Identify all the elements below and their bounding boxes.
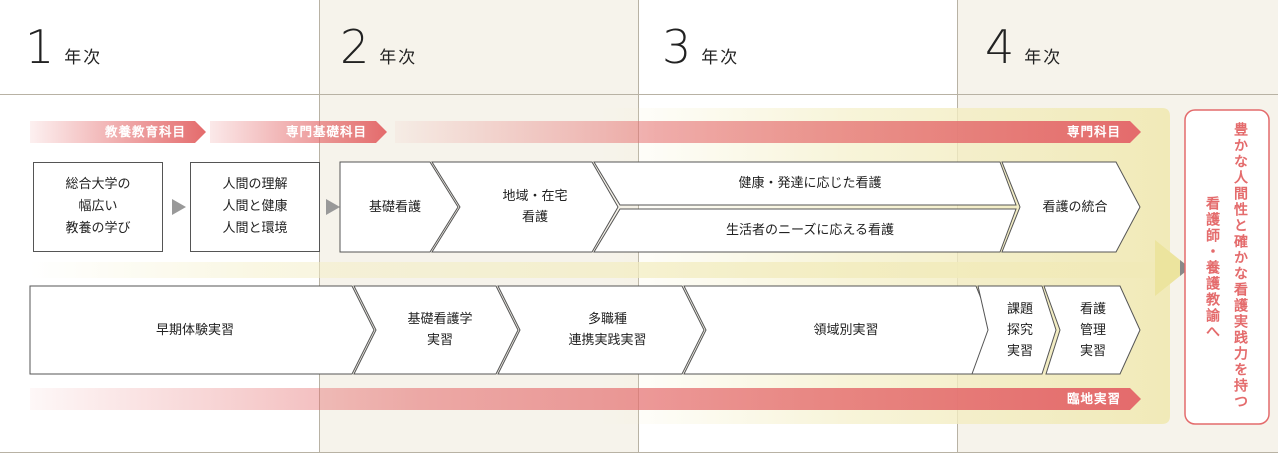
- basic-specialized-band: 専門基礎科目: [285, 124, 367, 139]
- goal-main-text: 豊かな人間性と確かな看護実践力を持つ: [1232, 122, 1248, 410]
- general-education-band: 教養教育科目: [104, 124, 186, 139]
- bottom-border: [0, 452, 1278, 453]
- basic-subjects-box: 人間の理解人間と健康人間と環境: [190, 162, 320, 252]
- general-education-box: 総合大学の幅広い教養の学び: [33, 162, 163, 252]
- clinical-practice-band: 臨地実習: [1066, 391, 1121, 406]
- header-row: [0, 0, 1278, 95]
- goal-sub-text: 看護師・養護教諭へ: [1204, 196, 1220, 340]
- specialized-band: 専門科目: [1066, 124, 1121, 139]
